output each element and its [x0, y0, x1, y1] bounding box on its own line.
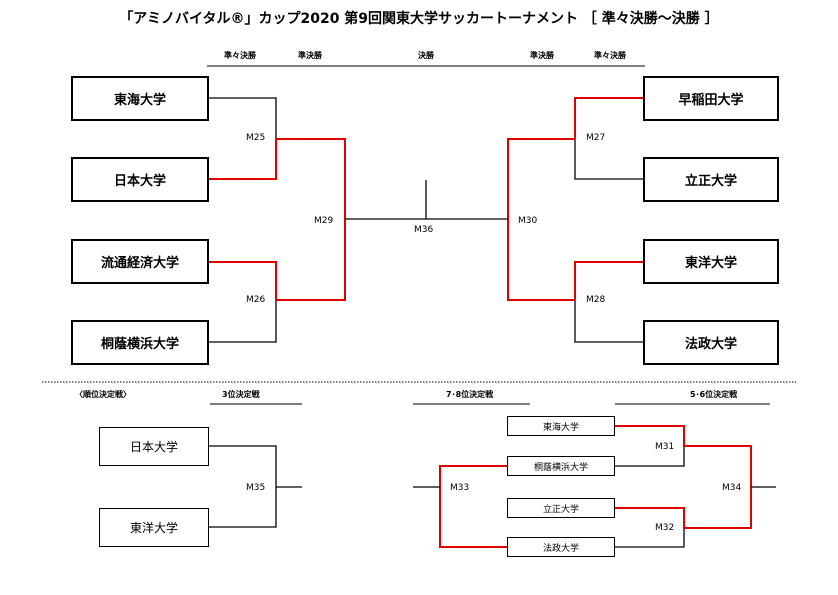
seventh-place-label: 7･8位決定戦 [446, 390, 494, 399]
match-label-m30: M30 [518, 216, 538, 226]
lower-team-1: 東海大学 [507, 416, 615, 436]
third-place-label: 3位決定戦 [222, 390, 260, 399]
placement-section-label: 〈順位決定戦〉 [75, 390, 131, 399]
match-label-m26: M26 [246, 295, 266, 305]
match-label-m27: M27 [586, 133, 606, 143]
match-label-m31: M31 [655, 442, 675, 452]
header-semifinal-right: 準決勝 [530, 51, 554, 60]
lower-team-3: 立正大学 [507, 498, 615, 518]
third-place-team-2: 東洋大学 [99, 508, 209, 547]
match-label-m29: M29 [314, 216, 334, 226]
match-label-m28: M28 [586, 295, 606, 305]
match-label-m25: M25 [246, 133, 266, 143]
match-label-m32: M32 [655, 523, 675, 533]
header-final: 決勝 [418, 51, 434, 60]
team-box-right-2: 立正大学 [643, 157, 779, 202]
header-quarterfinal-left: 準々決勝 [224, 51, 256, 60]
team-box-right-3: 東洋大学 [643, 239, 779, 284]
match-label-m34: M34 [722, 483, 742, 493]
team-box-right-4: 法政大学 [643, 320, 779, 365]
team-box-left-2: 日本大学 [71, 157, 209, 202]
match-label-m33: M33 [450, 483, 470, 493]
team-box-right-1: 早稲田大学 [643, 76, 779, 121]
match-label-m36: M36 [414, 225, 434, 235]
lower-team-4: 法政大学 [507, 537, 615, 557]
header-quarterfinal-right: 準々決勝 [594, 51, 626, 60]
third-place-team-1: 日本大学 [99, 427, 209, 466]
team-box-left-4: 桐蔭横浜大学 [71, 320, 209, 365]
header-semifinal-left: 準決勝 [298, 51, 322, 60]
match-label-m35: M35 [246, 483, 266, 493]
team-box-left-1: 東海大学 [71, 76, 209, 121]
fifth-place-label: 5･6位決定戦 [690, 390, 738, 399]
page-title: 「アミノバイタル®」カップ2020 第9回関東大学サッカートーナメント ［ 準々… [119, 11, 719, 27]
team-box-left-3: 流通経済大学 [71, 239, 209, 284]
lower-team-2: 桐蔭横浜大学 [507, 456, 615, 476]
